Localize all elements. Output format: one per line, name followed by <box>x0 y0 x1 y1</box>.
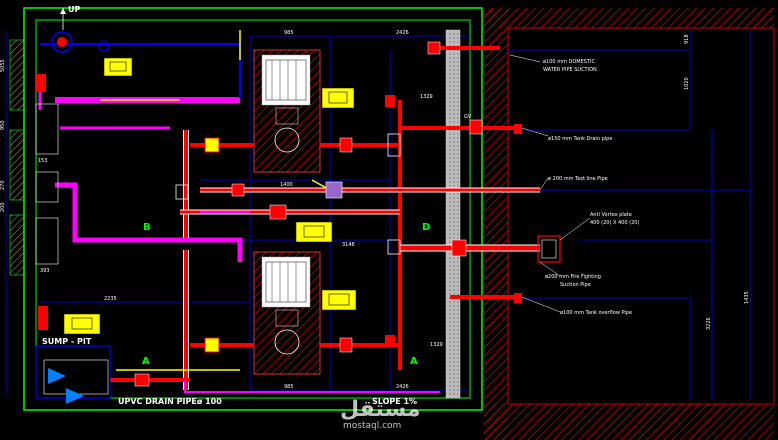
dim-2426-bot: 2426 <box>396 384 409 390</box>
dimension-texts: 985 2426 1329 1400 3148 2235 1329 985 24… <box>0 30 750 390</box>
room-walls <box>9 7 483 411</box>
dim-5055: 5055 <box>0 59 6 72</box>
dim-153: 153 <box>38 158 48 164</box>
watermark: مستقل mostaql.com <box>340 397 420 431</box>
up-label: UP <box>68 5 80 14</box>
dim-985-bot: 985 <box>284 384 294 390</box>
fire-suction-label-line1: ø200 mm Fire Fighting <box>545 274 601 280</box>
tank-drain-label: ø150 mm Tank Drain pipe <box>548 136 612 142</box>
annotation-labels: UP ø100 mm DOMESTIC WATER PIPE SUCTION ø… <box>42 5 639 406</box>
slope-label: SLOPE 1% <box>372 397 417 406</box>
left-equipment <box>35 31 110 330</box>
dim-200: 200 <box>0 202 6 212</box>
dim-1400: 1400 <box>280 182 293 188</box>
sump-pit-label: SUMP - PIT <box>42 337 92 346</box>
dim-3148: 3148 <box>342 242 355 248</box>
test-line-label: ø 200 mm Test line Pipe <box>548 176 608 182</box>
tank-overflow-label: ø100 mm Tank overflow Pipe <box>560 310 632 316</box>
dim-985-top: 985 <box>284 30 294 36</box>
fire-pump-2 <box>253 251 321 375</box>
anti-vortex-label-line2: 400 (20) X 400 (20) <box>590 220 639 226</box>
structural-column <box>445 29 461 399</box>
section-a-right: A <box>410 356 418 367</box>
dim-393: 393 <box>40 268 50 274</box>
suction-label-line2: WATER PIPE SUCTION <box>543 67 597 73</box>
dim-3226: 3226 <box>706 317 712 330</box>
gv-label: GV <box>464 114 472 120</box>
leader-lines <box>509 54 591 313</box>
dim-1329-top: 1329 <box>420 94 433 100</box>
dim-270: 270 <box>0 180 6 190</box>
upvc-drain-label: UPVC DRAIN PIPEø 100 <box>118 397 222 406</box>
dim-950: 950 <box>0 120 6 130</box>
suction-label-line1: ø100 mm DOMESTIC <box>543 59 595 65</box>
anti-vortex-label-line1: Anti Vortex plate <box>590 212 632 218</box>
watermark-latin: mostaql.com <box>343 421 401 431</box>
dim-1020: 1020 <box>684 77 690 90</box>
dim-2426-top: 2426 <box>396 30 409 36</box>
tank-wall-hatch <box>484 8 775 440</box>
fire-suction-label-line2: Suction Pipe <box>560 282 591 288</box>
dim-2235: 2235 <box>104 296 117 302</box>
control-panels <box>63 57 357 335</box>
watermark-arabic: مستقل <box>340 397 420 422</box>
section-a-left: A <box>142 356 150 367</box>
up-arrow <box>60 8 66 30</box>
sump-pit <box>35 345 111 404</box>
section-d-right: D <box>422 222 430 233</box>
suction-bell <box>514 124 561 303</box>
fire-pump-1 <box>253 49 321 173</box>
valves <box>134 41 483 387</box>
section-b-left: B <box>143 222 151 233</box>
dim-918: 918 <box>684 34 690 44</box>
dim-1435: 1435 <box>744 291 750 304</box>
dim-1329-bot: 1329 <box>430 342 443 348</box>
water-pipes <box>40 43 241 98</box>
